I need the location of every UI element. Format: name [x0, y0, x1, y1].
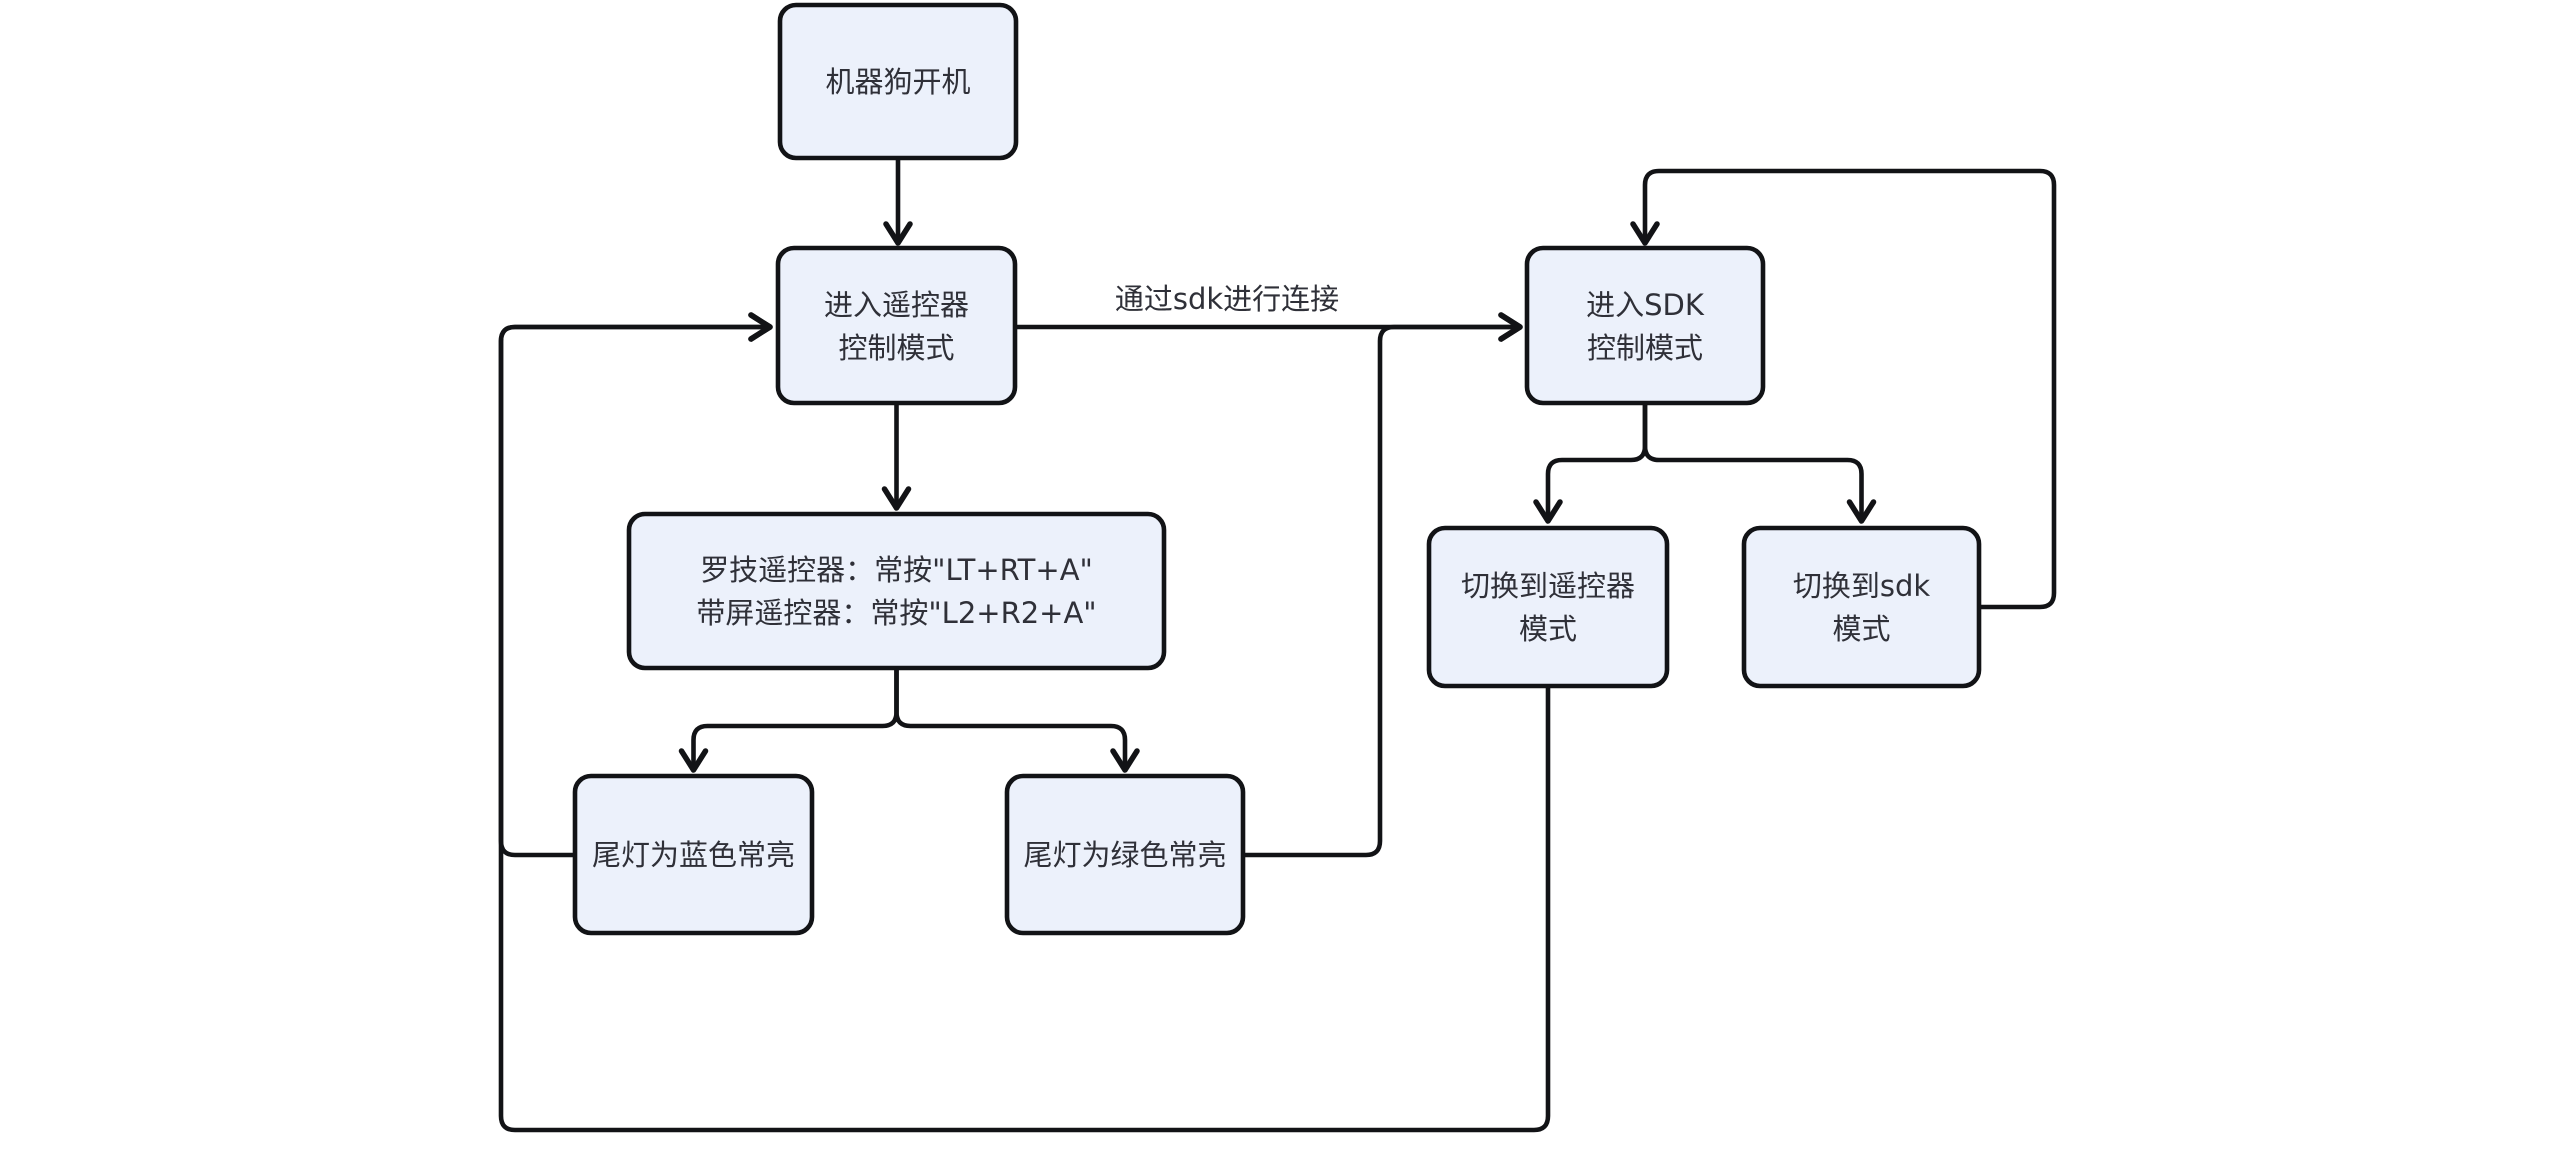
edges-layer: 通过sdk进行连接	[498, 158, 2057, 1133]
node-switch-remote: 切换到遥控器 模式	[1426, 525, 1670, 689]
node-sdk-mode-label-line1: 进入SDK	[1586, 288, 1705, 322]
node-switch-remote-box	[1426, 525, 1670, 689]
node-tail-blue-box	[572, 773, 815, 936]
node-remote-mode-box	[775, 245, 1018, 406]
node-remote-mode: 进入遥控器 控制模式	[775, 245, 1018, 406]
edge-hint-to-tailblue	[678, 668, 899, 773]
edge-hint-to-tailgreen	[894, 668, 1140, 773]
node-tail-green: 尾灯为绿色常亮	[1004, 773, 1246, 936]
node-tail-green-label: 尾灯为绿色常亮	[1023, 838, 1226, 872]
edge-switchremote-loop-to-remote	[498, 312, 1551, 1133]
node-sdk-mode: 进入SDK 控制模式	[1524, 245, 1766, 406]
edge-tailgreen-to-sdk	[1243, 312, 1523, 858]
node-switch-sdk-box	[1741, 525, 1982, 689]
node-tail-blue-label: 尾灯为蓝色常亮	[592, 838, 795, 872]
node-controller-hint-box	[626, 511, 1167, 671]
node-power-on-label: 机器狗开机	[825, 65, 970, 99]
node-tail-green-box	[1004, 773, 1246, 936]
node-controller-hint: 罗技遥控器：常按"LT+RT+A" 带屏遥控器：常按"L2+R2+A"	[626, 511, 1167, 671]
node-sdk-mode-box	[1524, 245, 1766, 406]
edge-sdk-to-switchremote	[1533, 403, 1648, 524]
node-sdk-mode-label-line2: 控制模式	[1587, 331, 1703, 365]
edge-switchsdk-loop-to-sdk	[1630, 168, 2057, 610]
node-switch-sdk: 切换到sdk 模式	[1741, 525, 1982, 689]
node-controller-hint-label-line2: 带屏遥控器：常按"L2+R2+A"	[696, 596, 1096, 630]
node-power-on: 机器狗开机	[777, 2, 1019, 161]
node-power-on-box	[777, 2, 1019, 161]
nodes-layer: 机器狗开机 进入遥控器 控制模式 进入SDK 控制模式 罗技遥控器：常按"LT+…	[572, 2, 1982, 936]
node-switch-remote-label-line2: 模式	[1519, 612, 1577, 646]
node-switch-sdk-label-line1: 切换到sdk	[1793, 569, 1931, 603]
edge-label-sdk-connect: 通过sdk进行连接	[1115, 282, 1339, 316]
edge-sdk-to-switchsdk	[1642, 403, 1877, 524]
node-remote-mode-label-line2: 控制模式	[838, 331, 954, 365]
node-switch-sdk-label-line2: 模式	[1832, 612, 1890, 646]
node-remote-mode-label-line1: 进入遥控器	[824, 288, 969, 322]
node-controller-hint-label-line1: 罗技遥控器：常按"LT+RT+A"	[700, 553, 1093, 587]
node-tail-blue: 尾灯为蓝色常亮	[572, 773, 815, 936]
node-switch-remote-label-line1: 切换到遥控器	[1461, 569, 1635, 603]
edge-tailblue-to-remote	[498, 312, 773, 858]
